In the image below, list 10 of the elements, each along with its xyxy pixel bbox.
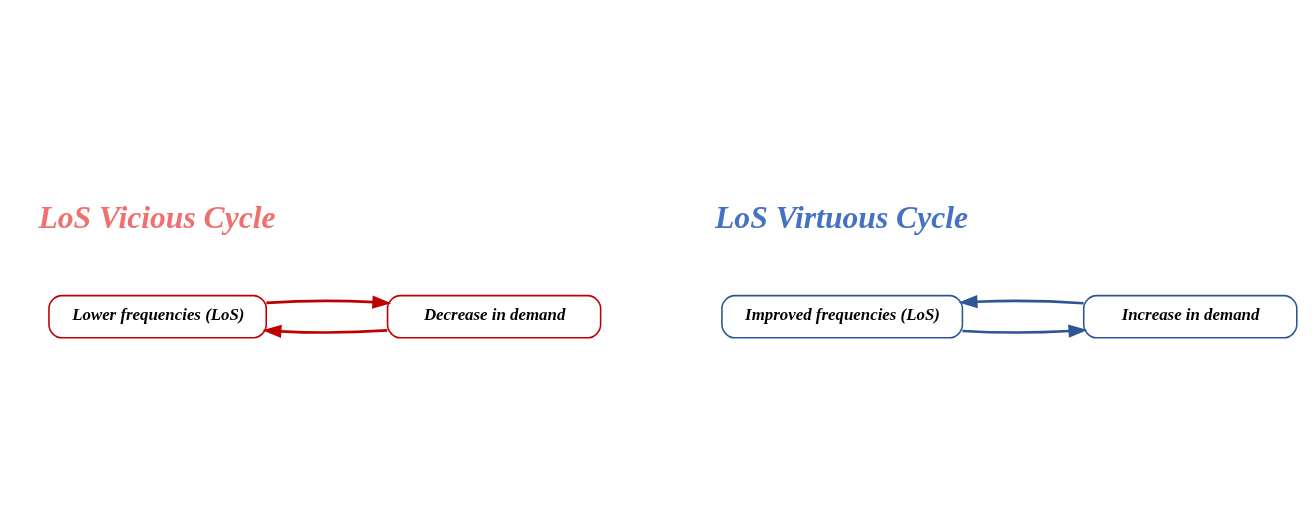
label: LoS Vicious Cycle (38, 199, 276, 235)
node-box: Increase in demand (1082, 294, 1298, 339)
arrow (262, 324, 388, 338)
arrow (962, 323, 1088, 338)
node-box: Improved frequencies (LoS) (721, 294, 964, 339)
label: LoS Virtuous Cycle (715, 199, 969, 235)
node-box: Decrease in demand (386, 294, 602, 339)
node-box: Lower frequencies (LoS) (48, 294, 268, 339)
arrow (958, 294, 1084, 308)
arrow (266, 294, 392, 309)
